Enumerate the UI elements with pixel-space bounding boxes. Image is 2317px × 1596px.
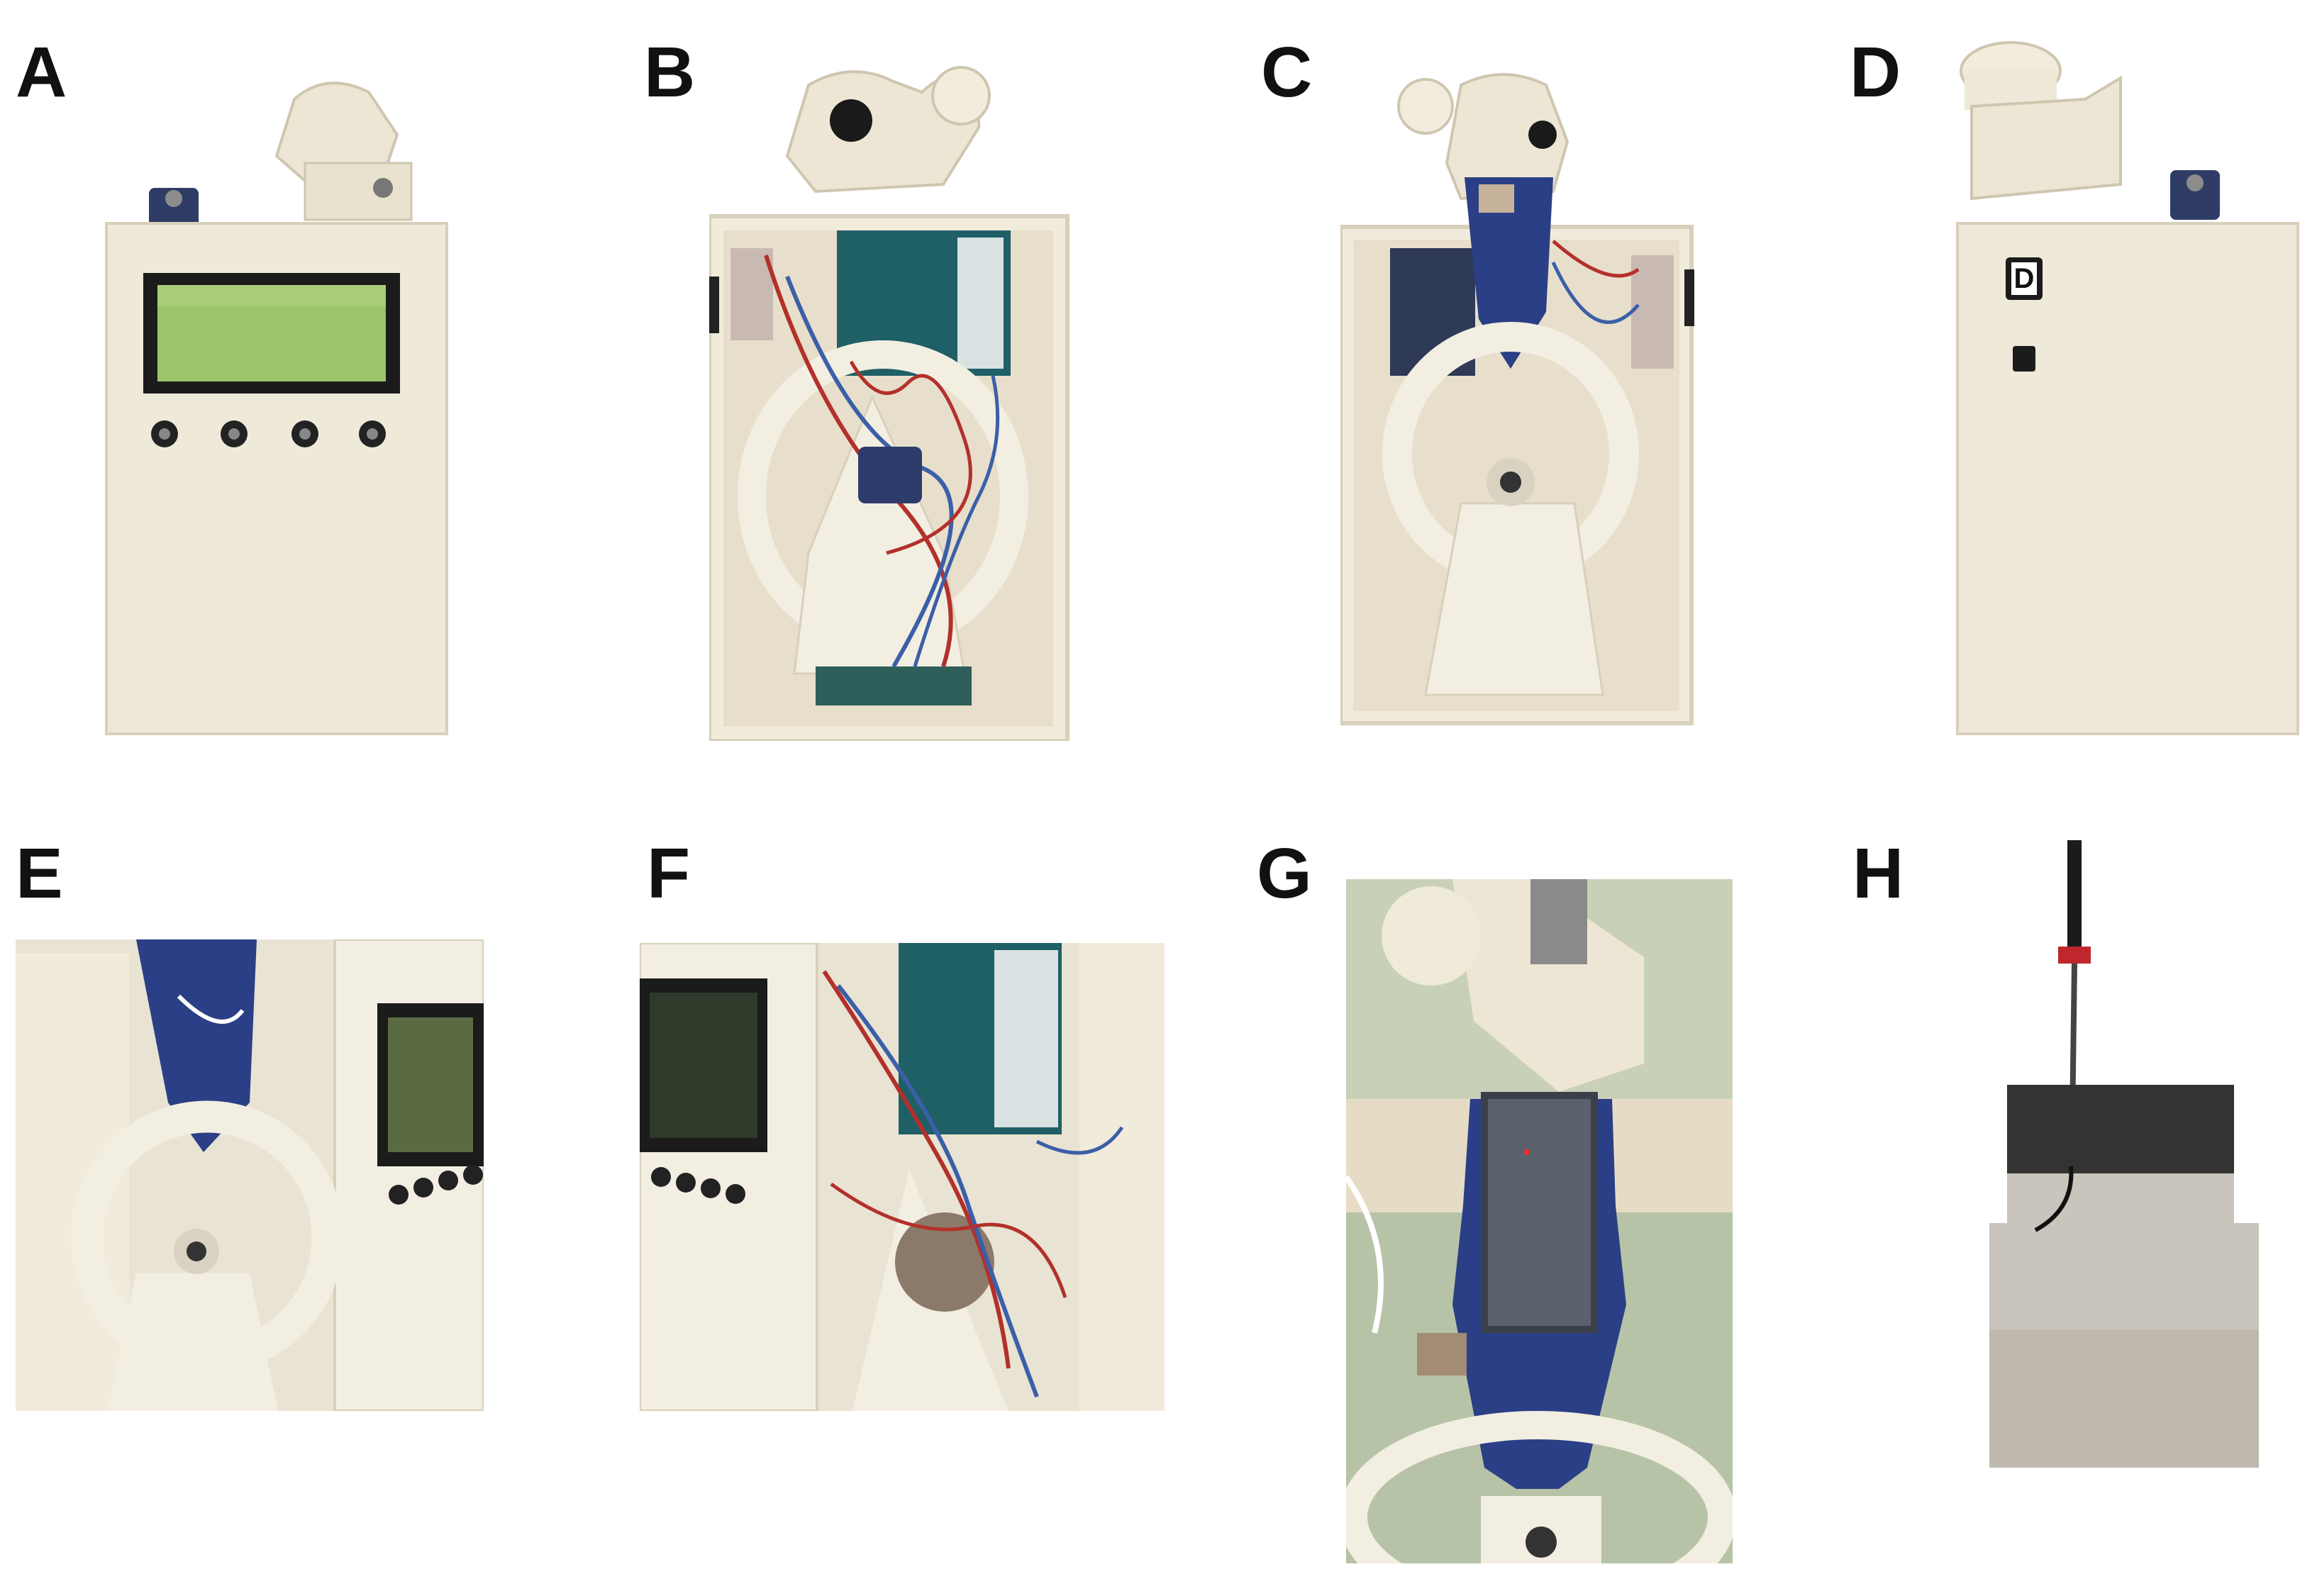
panel-label-a: A	[16, 33, 67, 112]
panel-label-e: E	[16, 834, 63, 913]
photo-g-specimen-closeup	[1346, 879, 1733, 1563]
panel-label-h: H	[1852, 834, 1904, 913]
panel-label-g: G	[1257, 834, 1312, 913]
panel-label-d: D	[1850, 33, 1901, 112]
case-label-text: D	[2014, 263, 2035, 294]
photo-d-side-view: D	[1943, 28, 2312, 737]
panel-label-f: F	[647, 834, 691, 913]
photo-b-open-rear-view	[709, 43, 1078, 741]
photo-a-front-view	[92, 57, 461, 737]
photo-e-angled-left-view	[16, 939, 484, 1411]
panel-label-c: C	[1261, 33, 1313, 112]
photo-f-angled-right-view	[640, 943, 1165, 1411]
photo-h-file-in-specimen	[1979, 833, 2262, 1471]
photo-c-open-cradle-view	[1340, 57, 1709, 737]
panel-label-b: B	[644, 33, 696, 112]
